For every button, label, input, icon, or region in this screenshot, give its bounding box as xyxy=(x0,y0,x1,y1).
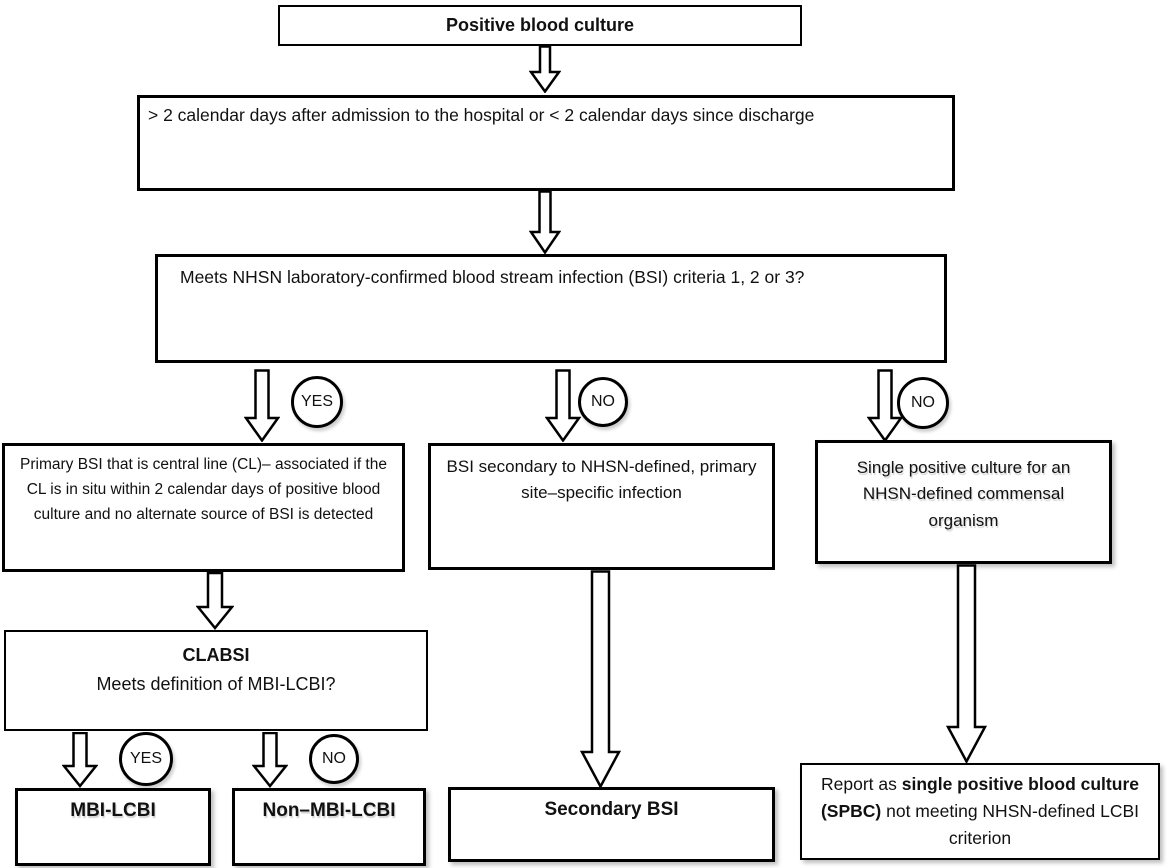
node-report-spbc: Report as single positive blood culture … xyxy=(800,763,1160,860)
node-report-spbc-prefix: Report as xyxy=(821,774,902,794)
node-secondary-bsi-label: Secondary BSI xyxy=(544,799,679,820)
down-arrow-icon xyxy=(580,570,621,788)
node-single-positive-culture-label: Single positive culture for an NHSN-defi… xyxy=(856,458,1071,530)
down-arrow-icon xyxy=(252,732,288,788)
decision-label-yes: YES xyxy=(291,376,343,428)
down-arrow-icon xyxy=(62,732,98,788)
decision-no-text: NO xyxy=(911,394,935,411)
decision-no-text: NO xyxy=(322,750,346,767)
down-arrow-icon xyxy=(946,564,987,763)
decision-yes-text: YES xyxy=(129,750,162,767)
down-arrow-icon xyxy=(545,369,581,442)
node-report-spbc-bold: single positive blood culture (SPBC) xyxy=(820,774,1139,822)
decision-label-no: NO xyxy=(897,377,949,429)
node-primary-bsi: Primary BSI that is central line (CL)– a… xyxy=(2,443,405,572)
decision-no-text: NO xyxy=(591,393,615,410)
decision-label-no: NO xyxy=(578,377,628,427)
node-bsi-secondary-to-site: BSI secondary to NHSN-defined, primary s… xyxy=(428,443,775,570)
node-positive-blood-culture: Positive blood culture xyxy=(278,5,802,46)
node-clabsi-title: CLABSI xyxy=(182,645,250,665)
decision-yes-text: YES xyxy=(300,393,333,410)
down-arrow-icon xyxy=(196,572,234,630)
node-clabsi: CLABSI Meets definition of MBI-LCBI? xyxy=(4,630,428,731)
node-secondary-bsi: Secondary BSI xyxy=(448,787,775,862)
decision-label-yes: YES xyxy=(119,732,173,786)
node-non-mbi-lcbi: Non–MBI-LCBI xyxy=(232,788,426,866)
node-non-mbi-lcbi-label: Non–MBI-LCBI xyxy=(262,800,396,821)
node-calendar-days-label: > 2 calendar days after admission to the… xyxy=(148,105,815,125)
down-arrow-icon xyxy=(867,369,903,442)
node-report-spbc-suffix: not meeting NHSN-defined LCBI criterion xyxy=(881,801,1140,849)
node-single-positive-culture: Single positive culture for an NHSN-defi… xyxy=(815,440,1112,564)
node-bsi-secondary-to-site-label: BSI secondary to NHSN-defined, primary s… xyxy=(446,457,757,503)
node-primary-bsi-label: Primary BSI that is central line (CL)– a… xyxy=(20,456,387,523)
node-nhsn-criteria-label: Meets NHSN laboratory-confirmed blood st… xyxy=(180,267,805,287)
node-clabsi-question: Meets definition of MBI-LCBI? xyxy=(96,673,336,694)
down-arrow-icon xyxy=(244,369,280,442)
node-mbi-lcbi-label: MBI-LCBI xyxy=(70,800,156,821)
node-calendar-days: > 2 calendar days after admission to the… xyxy=(137,95,955,191)
decision-label-no: NO xyxy=(309,734,359,784)
down-arrow-icon xyxy=(529,190,561,254)
down-arrow-icon xyxy=(529,45,561,93)
node-mbi-lcbi: MBI-LCBI xyxy=(15,788,211,866)
node-nhsn-criteria: Meets NHSN laboratory-confirmed blood st… xyxy=(155,254,947,363)
node-positive-blood-culture-label: Positive blood culture xyxy=(445,15,635,35)
